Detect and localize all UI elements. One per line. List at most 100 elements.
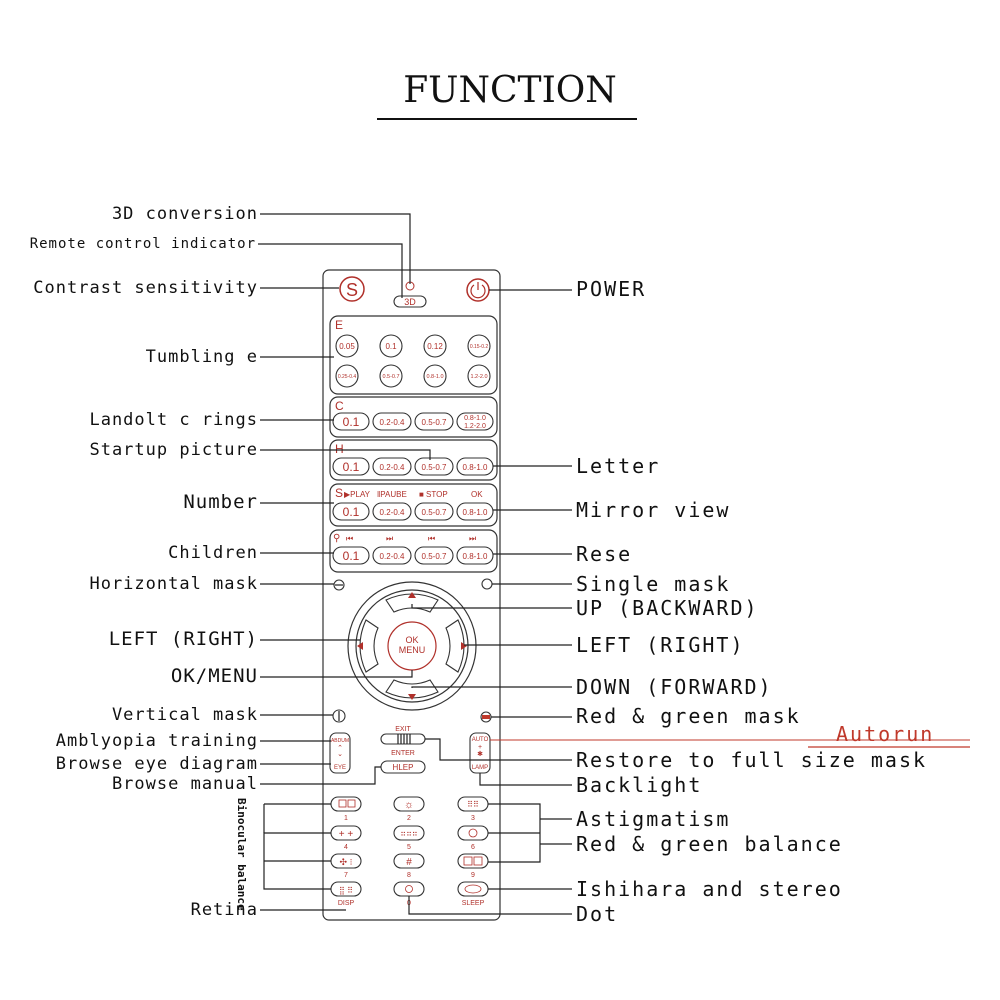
amblyopia-eye-rocker[interactable] — [329, 732, 351, 774]
leader-backlight — [479, 773, 572, 786]
leader-up — [411, 604, 572, 609]
sun-icon: ☼ — [404, 799, 414, 811]
c-button[interactable] — [456, 412, 494, 431]
up-arrow-icon — [408, 592, 416, 598]
s-button-label: S — [346, 280, 358, 300]
e-label: 0.8-1.0 — [426, 374, 443, 380]
key-6[interactable] — [457, 825, 489, 841]
3d-button[interactable] — [393, 295, 427, 308]
tumbling-e-section — [329, 315, 498, 395]
e-row2: 0.25-0.4 0.5-0.7 0.8-1.0 1.2-2.0 — [335, 364, 491, 388]
ch-button[interactable] — [456, 546, 494, 565]
h-button[interactable] — [332, 457, 370, 476]
e-button[interactable] — [423, 334, 447, 358]
prev-icon: ⏮ — [428, 534, 435, 543]
e-button[interactable] — [379, 364, 403, 388]
label-single-mask: Single mask — [576, 572, 730, 596]
label-vmask: Vertical mask — [112, 705, 258, 725]
key-label: 7 — [344, 872, 348, 879]
cross-dots-icon: ✣ ⁝ — [340, 857, 353, 867]
s-button[interactable] — [332, 502, 370, 521]
c-button[interactable] — [414, 412, 454, 431]
c-button[interactable] — [332, 412, 370, 431]
ch-button[interactable] — [414, 546, 454, 565]
e-button[interactable] — [335, 334, 359, 358]
label-dot: Dot — [576, 902, 618, 926]
number-s-section — [329, 483, 498, 527]
down-button[interactable] — [385, 679, 439, 699]
h-button[interactable] — [372, 457, 412, 476]
e-button[interactable] — [467, 334, 491, 358]
auto-plus: + — [478, 744, 482, 751]
single-mask-button[interactable] — [481, 578, 493, 590]
auto-label: AUTO — [472, 737, 489, 743]
c-header: C — [335, 399, 344, 413]
plus-icon: + + — [339, 829, 354, 840]
label-startup: Startup picture — [89, 440, 258, 460]
ch-button[interactable] — [332, 546, 370, 565]
key-5[interactable] — [393, 825, 425, 841]
label-contrast: Contrast sensitivity — [33, 278, 258, 298]
rg-mask-icon — [482, 715, 490, 719]
title: FUNCTION — [403, 70, 617, 111]
split-icon — [463, 856, 473, 866]
left-arrow-icon — [357, 642, 363, 650]
hlep-label: HLEP — [393, 763, 414, 772]
label-left-right-r: LEFT (RIGHT) — [576, 633, 745, 657]
right-arrow-icon — [461, 642, 467, 650]
leader-manual — [260, 766, 381, 785]
ok-label: OK — [405, 635, 418, 645]
ch-label: 0.2-0.4 — [380, 552, 405, 561]
s-button[interactable] — [372, 502, 412, 521]
label-letter: Letter — [576, 454, 660, 478]
square-icon — [338, 799, 347, 808]
s-label: 0.1 — [343, 505, 360, 519]
ch-label: 0.1 — [343, 549, 360, 563]
key-label: 2 — [407, 815, 411, 822]
key-2[interactable] — [393, 796, 425, 812]
sleep-button[interactable] — [457, 881, 489, 897]
label-number: Number — [183, 491, 258, 513]
label-power: POWER — [576, 277, 646, 301]
power-icon — [470, 284, 486, 299]
h-label: 0.5-0.7 — [422, 463, 447, 472]
e-button[interactable] — [379, 334, 403, 358]
e-button[interactable] — [467, 364, 491, 388]
dot-grid-icon: ⠶⠶⠶ — [400, 829, 418, 838]
ch-label: 0.8-1.0 — [463, 552, 488, 561]
key-0[interactable] — [393, 881, 425, 897]
s-button[interactable] — [456, 502, 494, 521]
e-label: 0.12 — [427, 342, 443, 351]
key-9[interactable] — [457, 853, 489, 869]
exit-enter-rocker[interactable] — [380, 733, 426, 745]
c-button[interactable] — [372, 412, 412, 431]
label-astig: Astigmatism — [576, 807, 730, 831]
dot-icon — [405, 885, 413, 893]
label-indicator: Remote control indicator — [30, 236, 256, 252]
grid-icon: # — [406, 857, 412, 868]
s-button[interactable] — [414, 502, 454, 521]
rocker-arrows-down: ⌄ — [337, 751, 343, 758]
h-button[interactable] — [414, 457, 454, 476]
label-binocular: Binocular balance — [235, 798, 248, 911]
e-button[interactable] — [423, 364, 447, 388]
key-label: 6 — [471, 844, 475, 851]
prev-icon: ⏮ — [346, 534, 353, 543]
children-section — [329, 529, 498, 573]
left-button[interactable] — [359, 619, 379, 673]
s-header: S — [335, 486, 343, 500]
h-label: 0.2-0.4 — [380, 463, 405, 472]
contrast-s-button[interactable] — [339, 276, 365, 302]
label-rg-balance: Red & green balance — [576, 832, 843, 856]
key-label: 8 — [407, 872, 411, 879]
s-label: 0.8-1.0 — [463, 508, 488, 517]
key-label: 4 — [344, 844, 348, 851]
key-8[interactable] — [393, 853, 425, 869]
ch-button[interactable] — [372, 546, 412, 565]
target-icon — [468, 828, 478, 838]
e-button[interactable] — [335, 364, 359, 388]
retina-grid-icon: ⣿ ⠿ — [339, 886, 353, 895]
right-button[interactable] — [445, 619, 465, 673]
leader-down — [411, 686, 572, 688]
